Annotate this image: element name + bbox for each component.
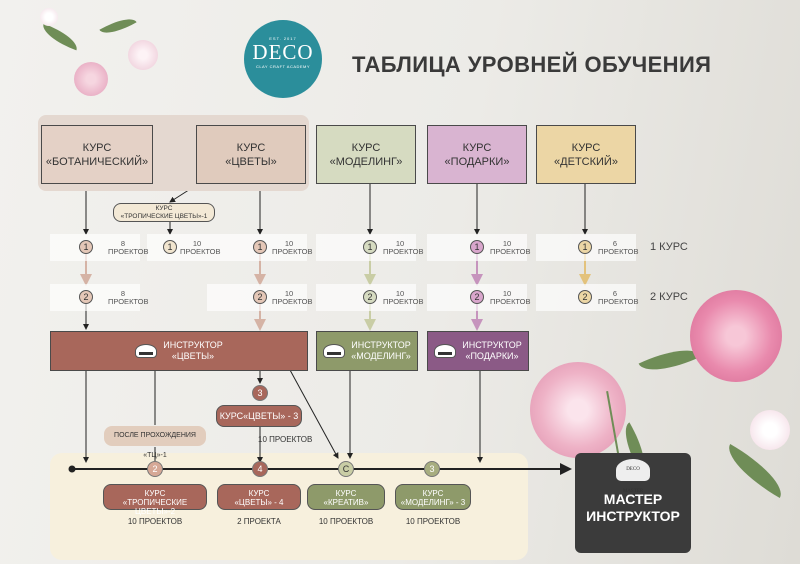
master-instructor[interactable]: DECO MASTER МАСТЕР ИНСТРУКТОР	[575, 453, 691, 553]
page-title: ТАБЛИЦА УРОВНЕЙ ОБУЧЕНИЯ	[352, 52, 712, 77]
level2-number: 2	[79, 290, 93, 304]
rose-icon	[128, 40, 158, 70]
bud-icon	[750, 410, 790, 450]
final-step-count: 10 ПРОЕКТОВ	[127, 517, 183, 526]
level2-label: 2 КУРС	[650, 291, 688, 303]
course-name: «ТРОПИЧЕСКИЕ ЦВЕТЫ»-1	[120, 213, 208, 220]
rose-icon	[74, 62, 108, 96]
master-label-line1: МАСТЕР	[603, 491, 663, 507]
level1-number: 1	[79, 240, 93, 254]
course-label: КУРС	[571, 141, 601, 154]
course-label: КУРС	[82, 141, 112, 154]
course-name: «МОДЕЛИНГ»	[329, 155, 403, 168]
course-tropic-1[interactable]: КУРС «ТРОПИЧЕСКИЕ ЦВЕТЫ»-1	[113, 203, 215, 222]
course-name: «ЦВЕТЫ»	[225, 155, 277, 168]
final-step-count: 10 ПРОЕКТОВ	[405, 517, 461, 526]
course-creative[interactable]: КУРС«КРЕАТИВ»	[307, 484, 385, 510]
instructor-modeling[interactable]: ИНСТРУКТОР«МОДЕЛИНГ»	[316, 331, 418, 371]
master-badge-icon: DECO MASTER	[616, 459, 650, 494]
level1-number: 1	[163, 240, 177, 254]
instructor-gifts[interactable]: ИНСТРУКТОР«ПОДАРКИ»	[427, 331, 529, 371]
level2-number: 2	[253, 290, 267, 304]
flowers-right-decoration	[520, 290, 800, 560]
course-kids[interactable]: КУРС «ДЕТСКИЙ»	[536, 125, 636, 184]
final-step-number: 3	[424, 461, 440, 477]
course-flowers[interactable]: КУРС «ЦВЕТЫ»	[196, 125, 306, 184]
course-name: «БОТАНИЧЕСКИЙ»	[45, 155, 149, 168]
level1-band-a	[50, 234, 140, 261]
level1-number: 1	[578, 240, 592, 254]
instructor-flowers[interactable]: ИНСТРУКТОР«ЦВЕТЫ»	[50, 331, 308, 371]
instructor-label: ИНСТРУКТОР«ЦВЕТЫ»	[163, 340, 223, 361]
master-label-line2: ИНСТРУКТОР	[586, 508, 680, 524]
instructor-label: ИНСТРУКТОР«МОДЕЛИНГ»	[351, 340, 411, 361]
deco-logo: EST. 2017 DECO CLAY CRAFT ACADEMY	[244, 20, 322, 98]
course-name: «ПОДАРКИ»	[444, 155, 510, 168]
level1-number: 1	[253, 240, 267, 254]
instructor-label: ИНСТРУКТОР«ПОДАРКИ»	[462, 340, 522, 361]
course-flowers-3[interactable]: КУРС«ЦВЕТЫ» - 3	[216, 405, 302, 427]
logo-est-text: EST. 2017	[269, 36, 297, 41]
final-step-count: 10 ПРОЕКТОВ	[318, 517, 374, 526]
level2-number: 2	[363, 290, 377, 304]
course-flowers-4[interactable]: КУРС«ЦВЕТЫ» - 4	[217, 484, 301, 510]
final-step-number: C	[338, 461, 354, 477]
final-step-count: 2 ПРОЕКТА	[237, 517, 281, 526]
course-label: КУРС	[155, 205, 173, 212]
level2-number: 2	[578, 290, 592, 304]
level2-band-a	[50, 284, 140, 311]
deco-badge-icon	[434, 344, 457, 358]
flowers-top-left-decoration	[0, 0, 180, 110]
course-botanic[interactable]: КУРС «БОТАНИЧЕСКИЙ»	[41, 125, 153, 184]
level1-number: 1	[470, 240, 484, 254]
after-tc-note: ПОСЛЕ ПРОХОЖДЕНИЯ «ТЦ»-1	[104, 426, 206, 459]
final-step-number: 4	[252, 461, 268, 477]
course-label: КУРС	[351, 141, 381, 154]
logo-subtitle: CLAY CRAFT ACADEMY	[255, 64, 311, 69]
bud-icon	[40, 8, 58, 26]
course-gifts[interactable]: КУРС «ПОДАРКИ»	[427, 125, 527, 184]
course-name: «ДЕТСКИЙ»	[554, 155, 618, 168]
course-tropic-2[interactable]: КУРС«ТРОПИЧЕСКИЕ ЦВЕТЫ»-2	[103, 484, 207, 516]
course-label: КУРС	[236, 141, 266, 154]
final-step-number: 2	[147, 461, 163, 477]
flowers3-number: 3	[252, 385, 268, 401]
level2-number: 2	[470, 290, 484, 304]
flowers3-count: 10 ПРОЕКТОВ	[258, 435, 313, 444]
rose-icon	[690, 290, 782, 382]
logo-word: DECO	[252, 40, 314, 64]
course-label: КУРС	[462, 141, 492, 154]
level1-label: 1 КУРС	[650, 241, 688, 253]
course-modeling[interactable]: КУРС «МОДЕЛИНГ»	[316, 125, 416, 184]
deco-badge-icon	[135, 344, 158, 358]
deco-badge-icon	[323, 344, 346, 358]
course-modeling-3[interactable]: КУРС«МОДЕЛИНГ» - 3	[395, 484, 471, 510]
level1-number: 1	[363, 240, 377, 254]
